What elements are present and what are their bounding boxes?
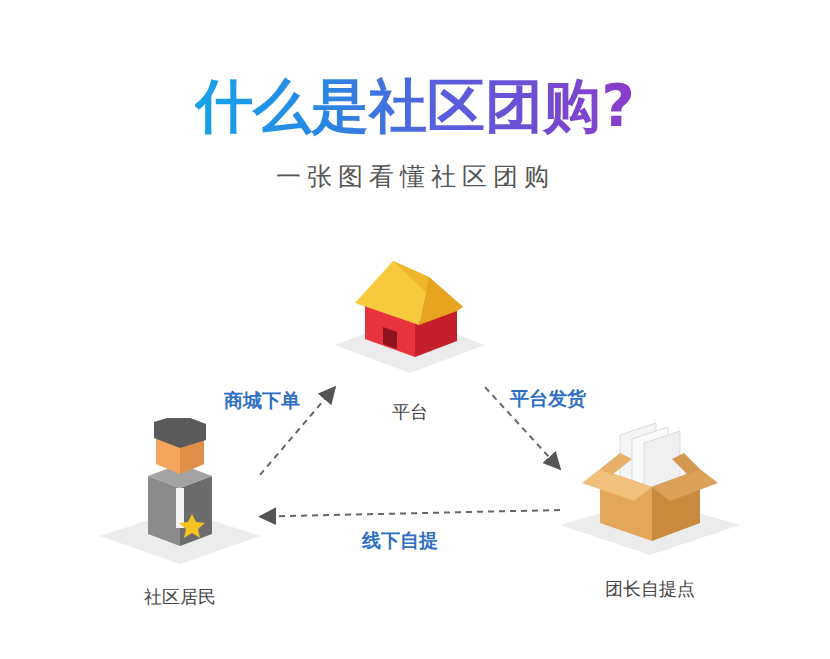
person-icon: [100, 418, 260, 568]
box-icon: [560, 413, 740, 558]
title-line: 什么是社区团购?: [0, 72, 830, 142]
subtitle: 一张图看懂社区团购: [0, 160, 830, 193]
title: 什么是社区团购?: [195, 72, 635, 140]
edge-label: 线下自提: [358, 528, 442, 553]
edge-label: 商城下单: [220, 388, 304, 413]
node-figure: 平台: [335, 245, 485, 423]
node-figure: 社区居民: [100, 418, 260, 608]
dashed-arrow: [260, 510, 560, 517]
node-label: 团长自提点: [605, 578, 695, 600]
node-label: 社区居民: [144, 586, 216, 608]
edge-label: 平台发货: [506, 386, 590, 411]
node-label: 平台: [392, 401, 428, 423]
node-figure: 团长自提点: [560, 413, 740, 600]
house-icon: [335, 245, 485, 375]
